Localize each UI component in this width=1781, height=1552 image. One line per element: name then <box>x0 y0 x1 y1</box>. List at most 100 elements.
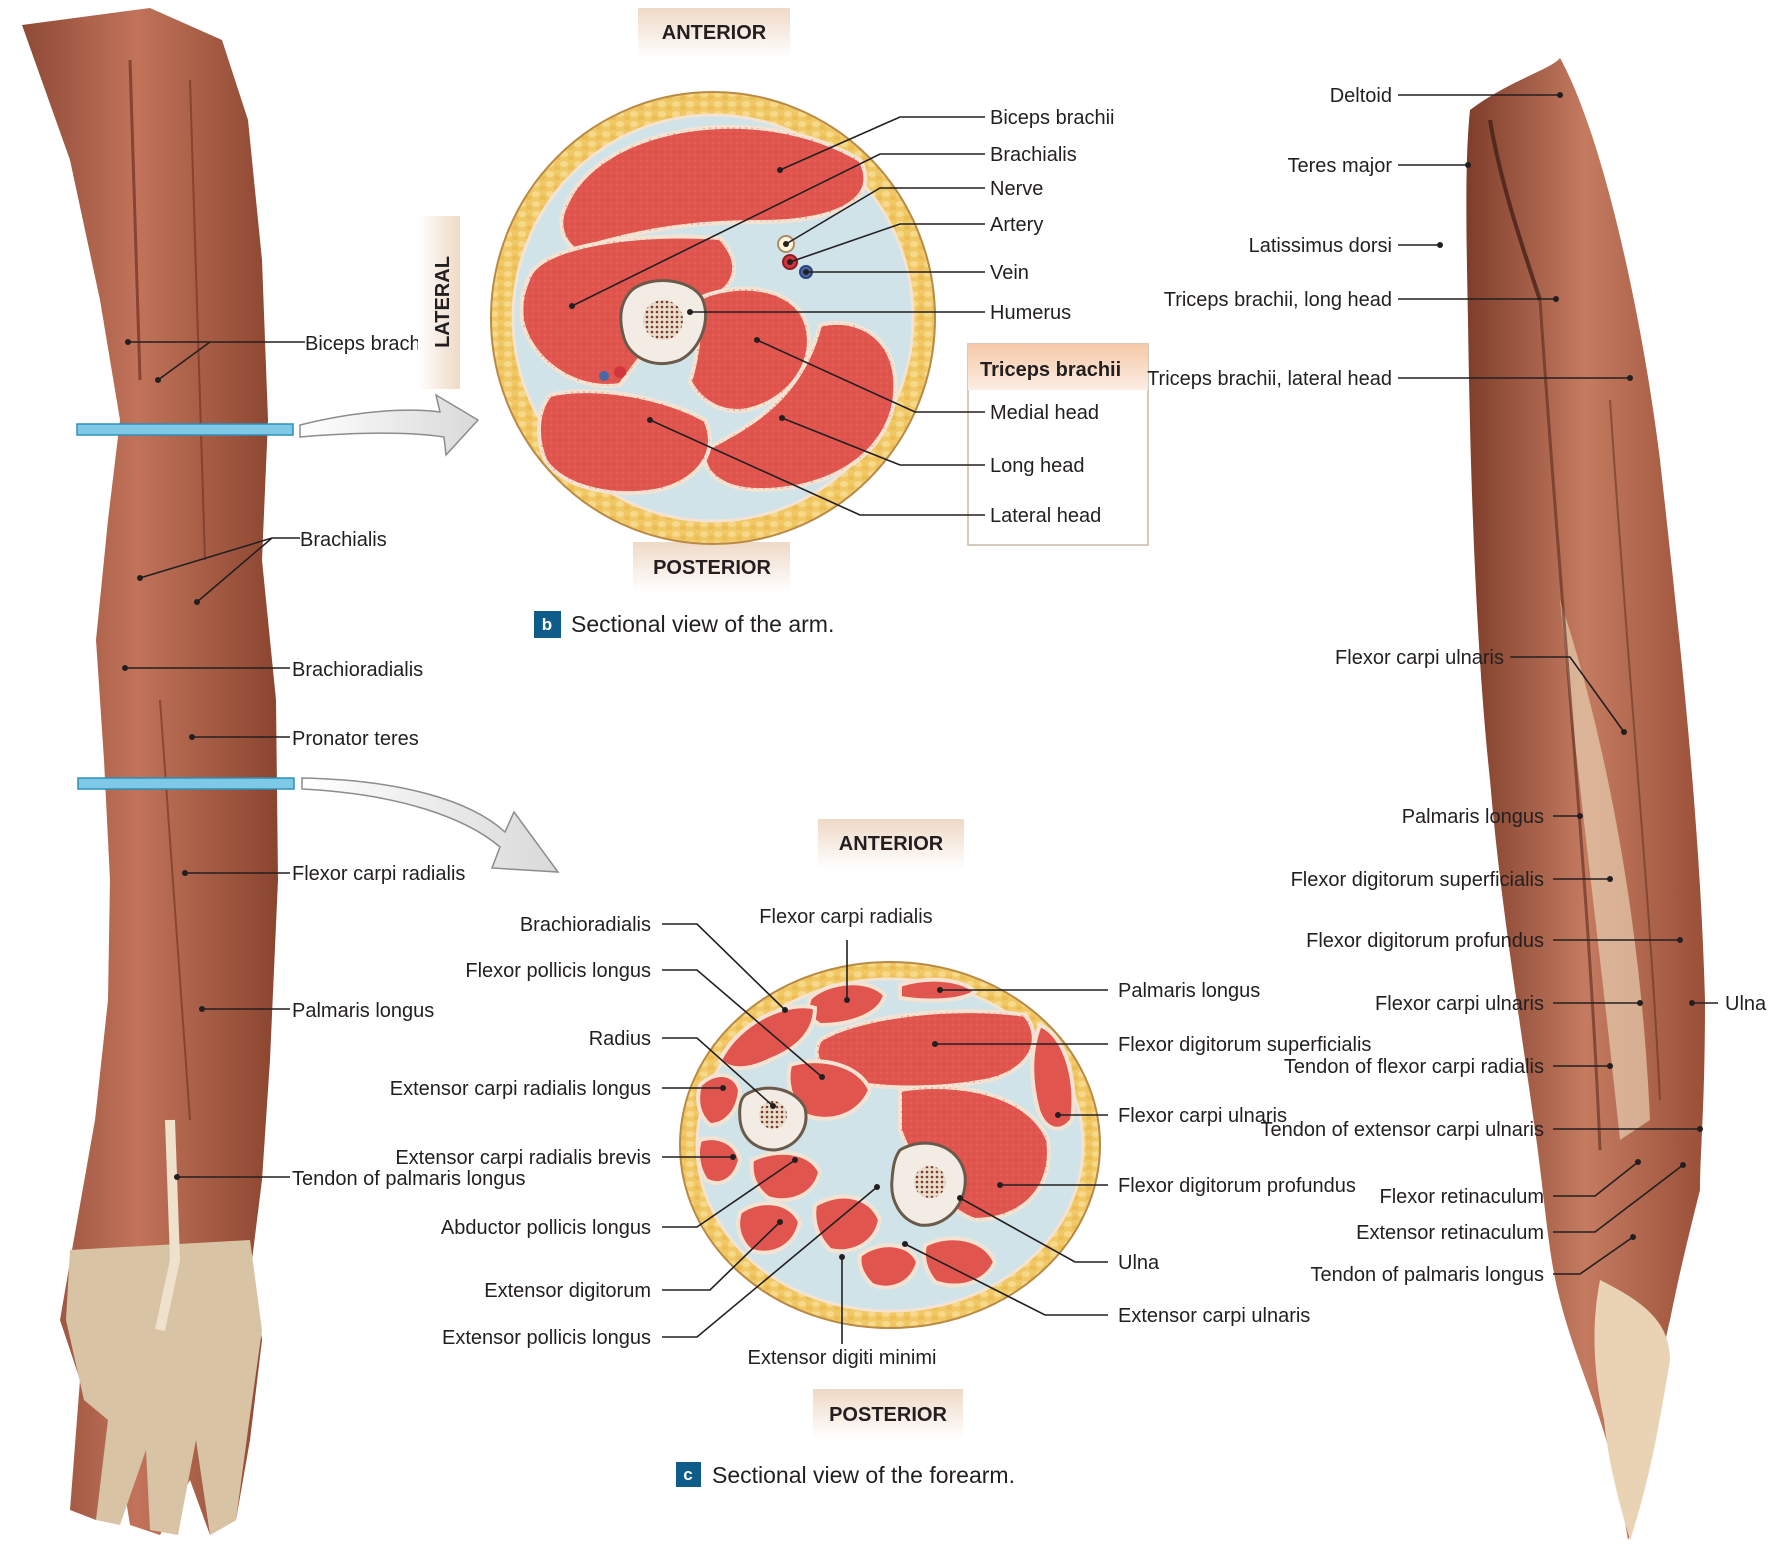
label-deltoid: Deltoid <box>1330 85 1392 107</box>
leader-dot <box>787 259 793 265</box>
label-flexor-digitorum-profundus: Flexor digitorum profundus <box>1306 930 1544 952</box>
label-biceps-brachii: Biceps brachii <box>305 333 430 355</box>
label-pronator-teres: Pronator teres <box>292 728 419 750</box>
leader-dot <box>1055 1112 1061 1118</box>
label-line: Triceps brachii, long head <box>1164 289 1392 311</box>
leader-dot <box>844 997 850 1003</box>
label-flexor-digitorum-superficialis: Flexor digitorum superficialis <box>1291 869 1544 891</box>
label-flexor-digitorum-profundus: Flexor digitorum profundus <box>1118 1175 1356 1197</box>
label-line: Extensor carpi radialis brevis <box>395 1147 651 1169</box>
label-triceps-lateral-head: Triceps brachii, lateral head <box>1147 368 1392 390</box>
leader-dot <box>155 377 161 383</box>
anterior-label: ANTERIOR <box>839 833 944 855</box>
caption-c-text: Sectional view of the forearm. <box>712 1462 1015 1488</box>
label-line: Flexor digitorum profundus <box>1306 930 1544 952</box>
leader-dot <box>1677 937 1683 943</box>
ulna-marrow <box>914 1166 946 1198</box>
label-ulna: Ulna <box>1725 993 1767 1015</box>
label-tendon-of-palmaris-longus: Tendon of palmaris longus <box>292 1168 525 1190</box>
label-tendon-of-palmaris-longus: Tendon of palmaris longus <box>1311 1264 1544 1286</box>
leader-dot <box>199 1006 205 1012</box>
label-flexor-pollicis-longus: Flexor pollicis longus <box>465 960 651 982</box>
leader-dot <box>997 1182 1003 1188</box>
arm-section-plane <box>77 424 293 435</box>
leader-dot <box>174 1174 180 1180</box>
leader-dot <box>770 1103 776 1109</box>
leader-dot <box>1621 729 1627 735</box>
label-flexor-carpi-ulnaris: Flexor carpi ulnaris <box>1335 647 1504 669</box>
leader-dot <box>902 1241 908 1247</box>
leader-dot <box>1557 92 1563 98</box>
arm-section: ANTERIOR POSTERIOR LATERAL Biceps brachi… <box>418 8 1148 638</box>
label-palmaris-longus: Palmaris longus <box>1402 806 1544 828</box>
label-radius: Radius <box>589 1028 651 1050</box>
leader-dot <box>777 1219 783 1225</box>
forearm-section: ANTERIOR POSTERIOR Brachioradialis Flexo… <box>390 819 1372 1488</box>
leader-dot <box>1630 1234 1636 1240</box>
label-line: Flexor digitorum superficialis <box>1118 1034 1371 1056</box>
label-teres-major: Teres major <box>1288 155 1393 177</box>
vessel-structure <box>614 366 626 378</box>
leader-dot <box>779 415 785 421</box>
label-line: Tendon of palmaris longus <box>292 1168 525 1190</box>
leader-dot <box>782 1007 788 1013</box>
leader-dot <box>957 1195 963 1201</box>
label-line: Palmaris longus <box>292 1000 434 1022</box>
label-line: Palmaris longus <box>1402 806 1544 828</box>
label-line: Flexor carpi ulnaris <box>1375 993 1544 1015</box>
label-extensor-carpi-radialis-brevis: Extensor carpi radialis brevis <box>395 1147 651 1169</box>
leader-dot <box>720 1085 726 1091</box>
fcu-muscle <box>1032 1025 1073 1129</box>
leader-dot <box>754 337 760 343</box>
label-extensor-retinaculum: Extensor retinaculum <box>1356 1222 1544 1244</box>
leader-dot <box>569 303 575 309</box>
label-vein: Vein <box>990 262 1029 284</box>
label-tendon-of-extensor-carpi-ulnaris: Tendon of extensor carpi ulnaris <box>1261 1119 1545 1141</box>
ecrb-muscle <box>698 1138 740 1183</box>
label-extensor-pollicis-longus: Extensor pollicis longus <box>442 1327 651 1349</box>
leader-dot <box>1607 876 1613 882</box>
label-abductor-pollicis-longus: Abductor pollicis longus <box>441 1217 651 1239</box>
label-line: Extensor carpi radialis longus <box>390 1078 651 1100</box>
leader-dot <box>874 1184 880 1190</box>
label-extensor-digiti-minimi: Extensor digiti minimi <box>748 1347 937 1369</box>
label-line: Flexor carpi ulnaris <box>1335 647 1504 669</box>
label-flexor-digitorum-superficialis: Flexor digitorum superficialis <box>1118 1034 1371 1056</box>
label-brachioradialis: Brachioradialis <box>520 914 651 936</box>
leader-dot <box>1627 375 1633 381</box>
leader-dot <box>839 1254 845 1260</box>
leader-dot <box>1577 813 1583 819</box>
label-line: Flexor digitorum profundus <box>1118 1175 1356 1197</box>
leader-dot <box>1607 1063 1613 1069</box>
label-line: Flexor digitorum superficialis <box>1291 869 1544 891</box>
leader-dot <box>1689 1000 1695 1006</box>
label-nerve: Nerve <box>990 178 1043 200</box>
label-flexor-retinaculum: Flexor retinaculum <box>1379 1186 1544 1208</box>
leader-dot <box>122 665 128 671</box>
label-extensor-carpi-radialis-longus: Extensor carpi radialis longus <box>390 1078 651 1100</box>
anterior-label: ANTERIOR <box>662 22 767 44</box>
lateral-label: LATERAL <box>432 256 454 348</box>
leader-dot <box>937 987 943 993</box>
leader-dot <box>125 339 131 345</box>
label-flexor-carpi-radialis: Flexor carpi radialis <box>292 863 465 885</box>
leader-dot <box>803 269 809 275</box>
leader-dot <box>137 575 143 581</box>
leader-dot <box>783 241 789 247</box>
label-ulna: Ulna <box>1118 1252 1160 1274</box>
label-extensor-carpi-ulnaris: Extensor carpi ulnaris <box>1118 1305 1310 1327</box>
caption-c-letter: c <box>683 1465 692 1484</box>
label-palmaris-longus: Palmaris longus <box>1118 980 1260 1002</box>
leader-dot <box>1553 296 1559 302</box>
forearm-section-plane <box>78 778 294 789</box>
humerus-marrow <box>643 300 683 340</box>
leader-dot <box>1680 1162 1686 1168</box>
leader-dot <box>1465 162 1471 168</box>
label-line: Flexor carpi radialis <box>292 863 465 885</box>
leader-dot <box>182 870 188 876</box>
leader-dot <box>1437 242 1443 248</box>
label-line: Biceps brachii <box>305 333 430 355</box>
label-artery: Artery <box>990 214 1043 236</box>
label-line: Tendon of flexor carpi radialis <box>1284 1056 1544 1078</box>
